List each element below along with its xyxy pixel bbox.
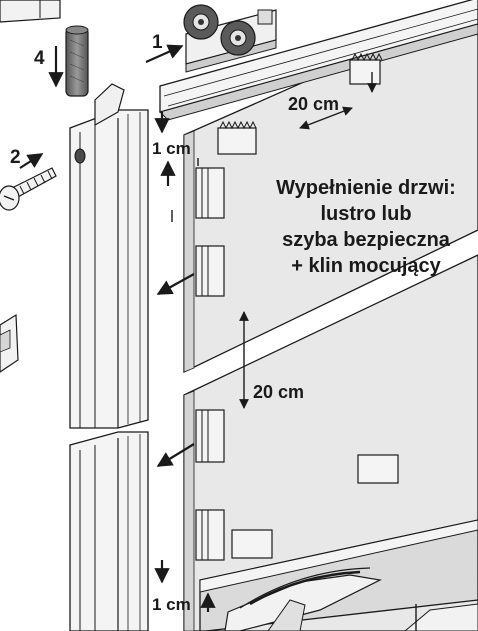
fill-note: Wypełnienie drzwi: lustro lub szyba bezp… bbox=[276, 177, 456, 277]
mounting-wedge bbox=[195, 167, 225, 219]
fill-note-line-3: szyba bezpieczna bbox=[282, 229, 451, 251]
direction-arrows bbox=[19, 44, 216, 612]
top-track-profile bbox=[159, 0, 478, 121]
arrow-icon bbox=[19, 153, 44, 169]
step-number-1: 1 bbox=[152, 32, 163, 53]
step-number-4: 4 bbox=[34, 48, 45, 69]
spacing-label-top: 20 cm bbox=[288, 94, 339, 114]
dimension-lines bbox=[171, 72, 417, 631]
mounting-wedge bbox=[357, 454, 399, 484]
screw-hole-icon bbox=[74, 148, 86, 164]
arrow-icon bbox=[156, 273, 195, 295]
fill-note-line-4: + klin mocujący bbox=[291, 255, 441, 277]
vertical-profile-upper bbox=[69, 83, 149, 429]
mounting-wedge bbox=[195, 245, 225, 297]
vertical-profile-lower bbox=[69, 431, 149, 631]
arrow-icon bbox=[145, 44, 184, 64]
mounting-wedge bbox=[231, 529, 273, 559]
offset-label-bottom: 1 cm bbox=[152, 595, 191, 614]
mounting-wedge bbox=[195, 509, 225, 561]
side-fragment bbox=[0, 313, 19, 373]
mounting-wedge bbox=[217, 120, 257, 155]
roller-carriage bbox=[183, 4, 277, 73]
fill-note-line-2: lustro lub bbox=[320, 203, 411, 225]
fill-note-line-1: Wypełnienie drzwi: bbox=[276, 177, 456, 199]
screw bbox=[0, 167, 57, 211]
brush-seal bbox=[65, 25, 89, 97]
arrow-icon bbox=[156, 443, 195, 467]
spacing-label-middle: 20 cm bbox=[253, 382, 304, 402]
mounting-wedge bbox=[349, 52, 383, 85]
mounting-wedge bbox=[195, 409, 225, 463]
offset-label-top: 1 cm bbox=[152, 139, 191, 158]
corner-fragment bbox=[0, 0, 61, 23]
step-number-2: 2 bbox=[10, 147, 21, 168]
bottom-track bbox=[199, 519, 478, 631]
